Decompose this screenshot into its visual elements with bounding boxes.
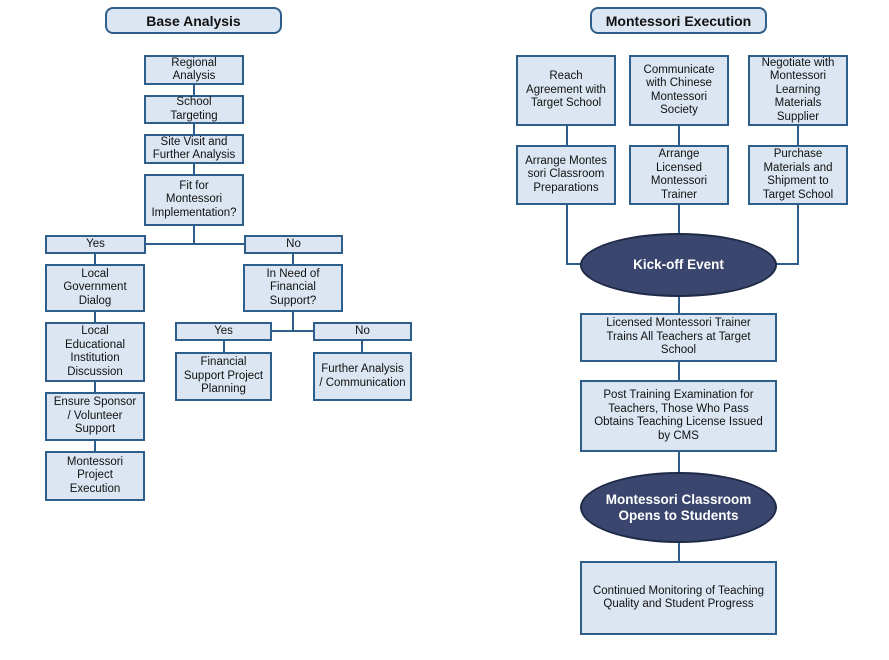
continued-monitoring-box: Continued Monitoring of Teaching Quality… (580, 561, 777, 635)
site-visit-box: Site Visit and Further Analysis (144, 134, 244, 164)
further-analysis-box: Further Analysis / Communication (313, 352, 412, 401)
fit-question-box: Fit for Montessori Implementation? (144, 174, 244, 226)
arrange-trainer-box: Arrange Licensed Montessori Trainer (629, 145, 729, 205)
no-label-box: No (244, 235, 343, 254)
kickoff-event-oval: Kick-off Event (580, 233, 777, 297)
school-targeting-box: School Targeting (144, 95, 244, 124)
ensure-sponsor-box: Ensure Sponsor / Volunteer Support (45, 392, 145, 441)
yes-label-box: Yes (45, 235, 146, 254)
post-training-box: Post Training Examination for Teachers, … (580, 380, 777, 452)
arrange-classroom-box: Arrange Montes sori Classroom Preparatio… (516, 145, 616, 205)
local-educational-box: Local Educational Institution Discussion (45, 322, 145, 382)
sub-no-label-box: No (313, 322, 412, 341)
sub-yes-label-box: Yes (175, 322, 272, 341)
negotiate-box: Negotiate with Montessori Learning Mater… (748, 55, 848, 126)
classroom-opens-oval: Montessori Classroom Opens to Students (580, 472, 777, 543)
purchase-box: Purchase Materials and Shipment to Targe… (748, 145, 848, 205)
project-execution-box: Montessori Project Execution (45, 451, 145, 501)
financial-planning-box: Financial Support Project Planning (175, 352, 272, 401)
communicate-box: Communicate with Chinese Montessori Soci… (629, 55, 729, 126)
financial-question-box: In Need of Financial Support? (243, 264, 343, 312)
regional-analysis-box: Regional Analysis (144, 55, 244, 85)
trainer-trains-box: Licensed Montessori Trainer Trains All T… (580, 313, 777, 362)
reach-agreement-box: Reach Agreement with Target School (516, 55, 616, 126)
base-analysis-title: Base Analysis (105, 7, 282, 34)
montessori-execution-title: Montessori Execution (590, 7, 767, 34)
local-government-box: Local Government Dialog (45, 264, 145, 312)
